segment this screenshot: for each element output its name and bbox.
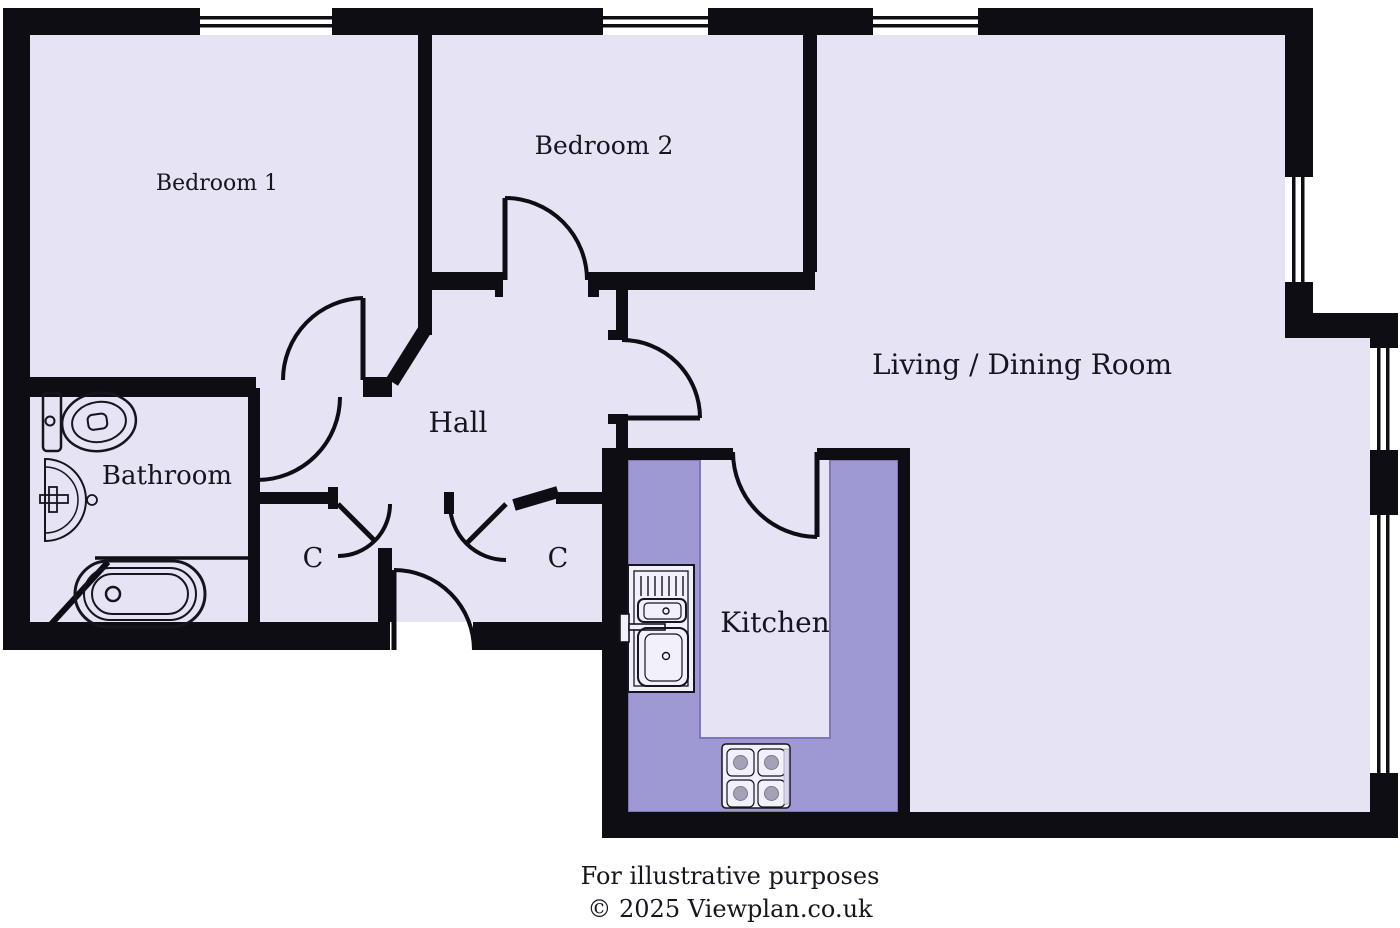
outer-walls	[3, 8, 1398, 838]
interior-walls	[30, 35, 910, 812]
door-closet2	[448, 502, 508, 562]
window-living-top	[873, 8, 978, 35]
door-entrance	[391, 568, 476, 651]
room-labels: Bedroom 1 Bedroom 2 Living / Dining Room…	[102, 131, 1172, 639]
bathroom-fixtures	[29, 391, 248, 648]
room-label-hall: Hall	[428, 406, 487, 439]
bathtub-icon	[29, 556, 248, 648]
window-living-right-upper	[1285, 177, 1313, 282]
room-label-bedroom1: Bedroom 1	[156, 171, 278, 196]
footer-copyright: © 2025 Viewplan.co.uk	[587, 895, 873, 923]
stove-icon	[721, 743, 791, 809]
window-living-right-lower	[1370, 515, 1398, 773]
floor-area	[30, 35, 1370, 812]
door-kitchen	[731, 451, 820, 539]
window-bedroom2	[603, 8, 708, 35]
kitchen-fixtures	[619, 564, 791, 809]
door-closet1	[336, 502, 392, 558]
windows	[200, 8, 1398, 773]
door-bedroom2	[502, 196, 589, 281]
burners	[733, 755, 779, 801]
door-bedroom1	[281, 296, 366, 381]
footer: For illustrative purposes © 2025 Viewpla…	[581, 862, 880, 923]
room-label-living: Living / Dining Room	[872, 348, 1172, 381]
room-label-bedroom2: Bedroom 2	[535, 131, 674, 160]
footer-disclaimer: For illustrative purposes	[581, 862, 880, 890]
room-label-closet2: C	[548, 543, 569, 574]
room-label-bathroom: Bathroom	[102, 461, 232, 491]
window-living-right-mid	[1370, 348, 1398, 450]
doors	[254, 196, 820, 651]
door-bathroom	[254, 396, 342, 482]
toilet-icon	[41, 391, 138, 453]
door-living	[621, 338, 702, 421]
drainer-lines	[640, 576, 684, 596]
room-label-kitchen: Kitchen	[720, 606, 829, 639]
kitchen-sink-icon	[619, 564, 695, 693]
basin-icon	[39, 457, 98, 543]
window-bedroom1	[200, 8, 332, 35]
room-label-closet1: C	[303, 543, 324, 574]
